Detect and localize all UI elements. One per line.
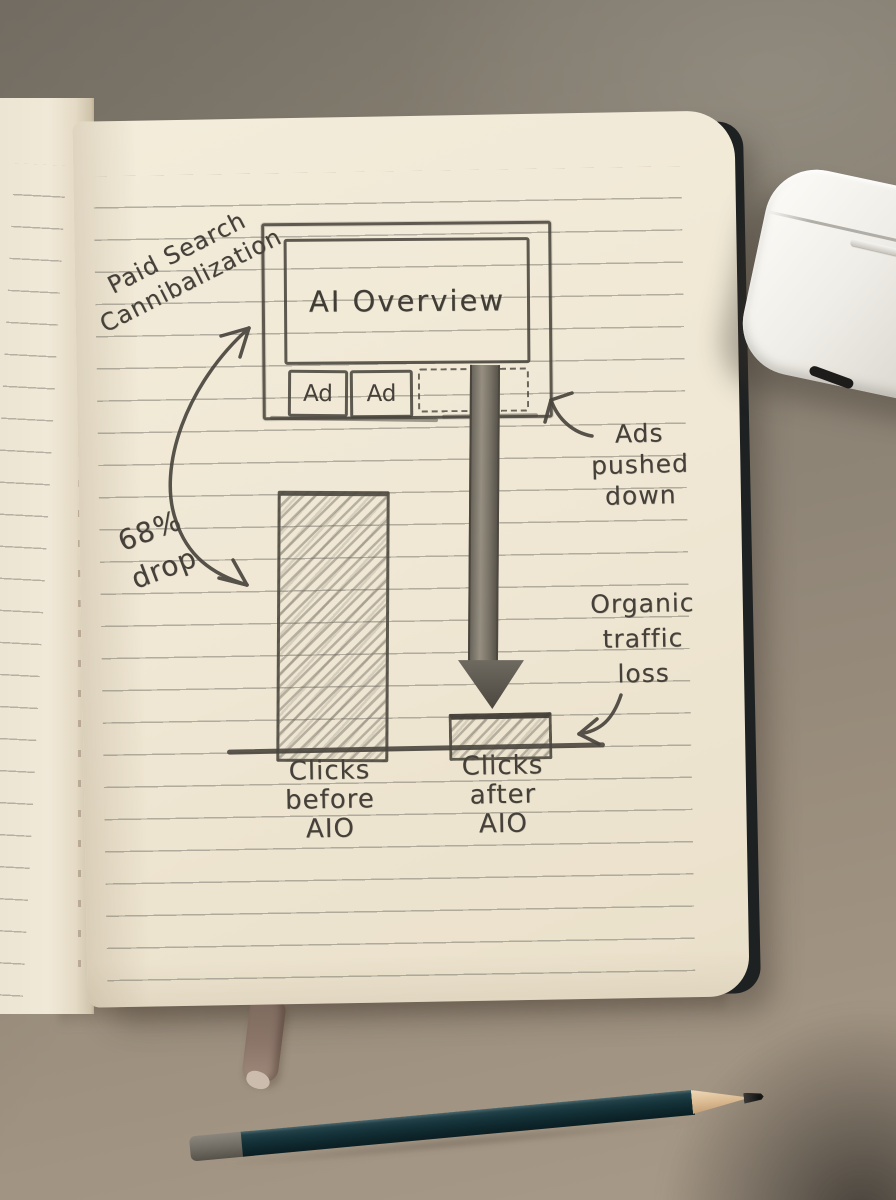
pencil-graphite-tip bbox=[743, 1091, 764, 1104]
ads-pushed-arrow bbox=[549, 398, 594, 438]
arrowhead-stroke bbox=[549, 391, 574, 402]
arrowhead-stroke bbox=[217, 576, 249, 587]
arrowhead-stroke bbox=[543, 398, 553, 424]
arrowhead-stroke bbox=[231, 558, 249, 587]
arrowhead-stroke bbox=[238, 326, 251, 359]
pencil-sharpened-wood bbox=[691, 1085, 751, 1114]
airpods-lid-seam bbox=[767, 210, 896, 267]
arrowhead-stroke bbox=[577, 732, 601, 746]
arrowhead-stroke bbox=[577, 717, 599, 736]
airpods-hinge-highlight bbox=[850, 238, 896, 279]
double-curved-arrow bbox=[168, 326, 251, 587]
organic-loss-arrow bbox=[577, 693, 623, 736]
pencil-end-cap bbox=[188, 1131, 245, 1162]
arrowhead-stroke bbox=[219, 326, 251, 338]
